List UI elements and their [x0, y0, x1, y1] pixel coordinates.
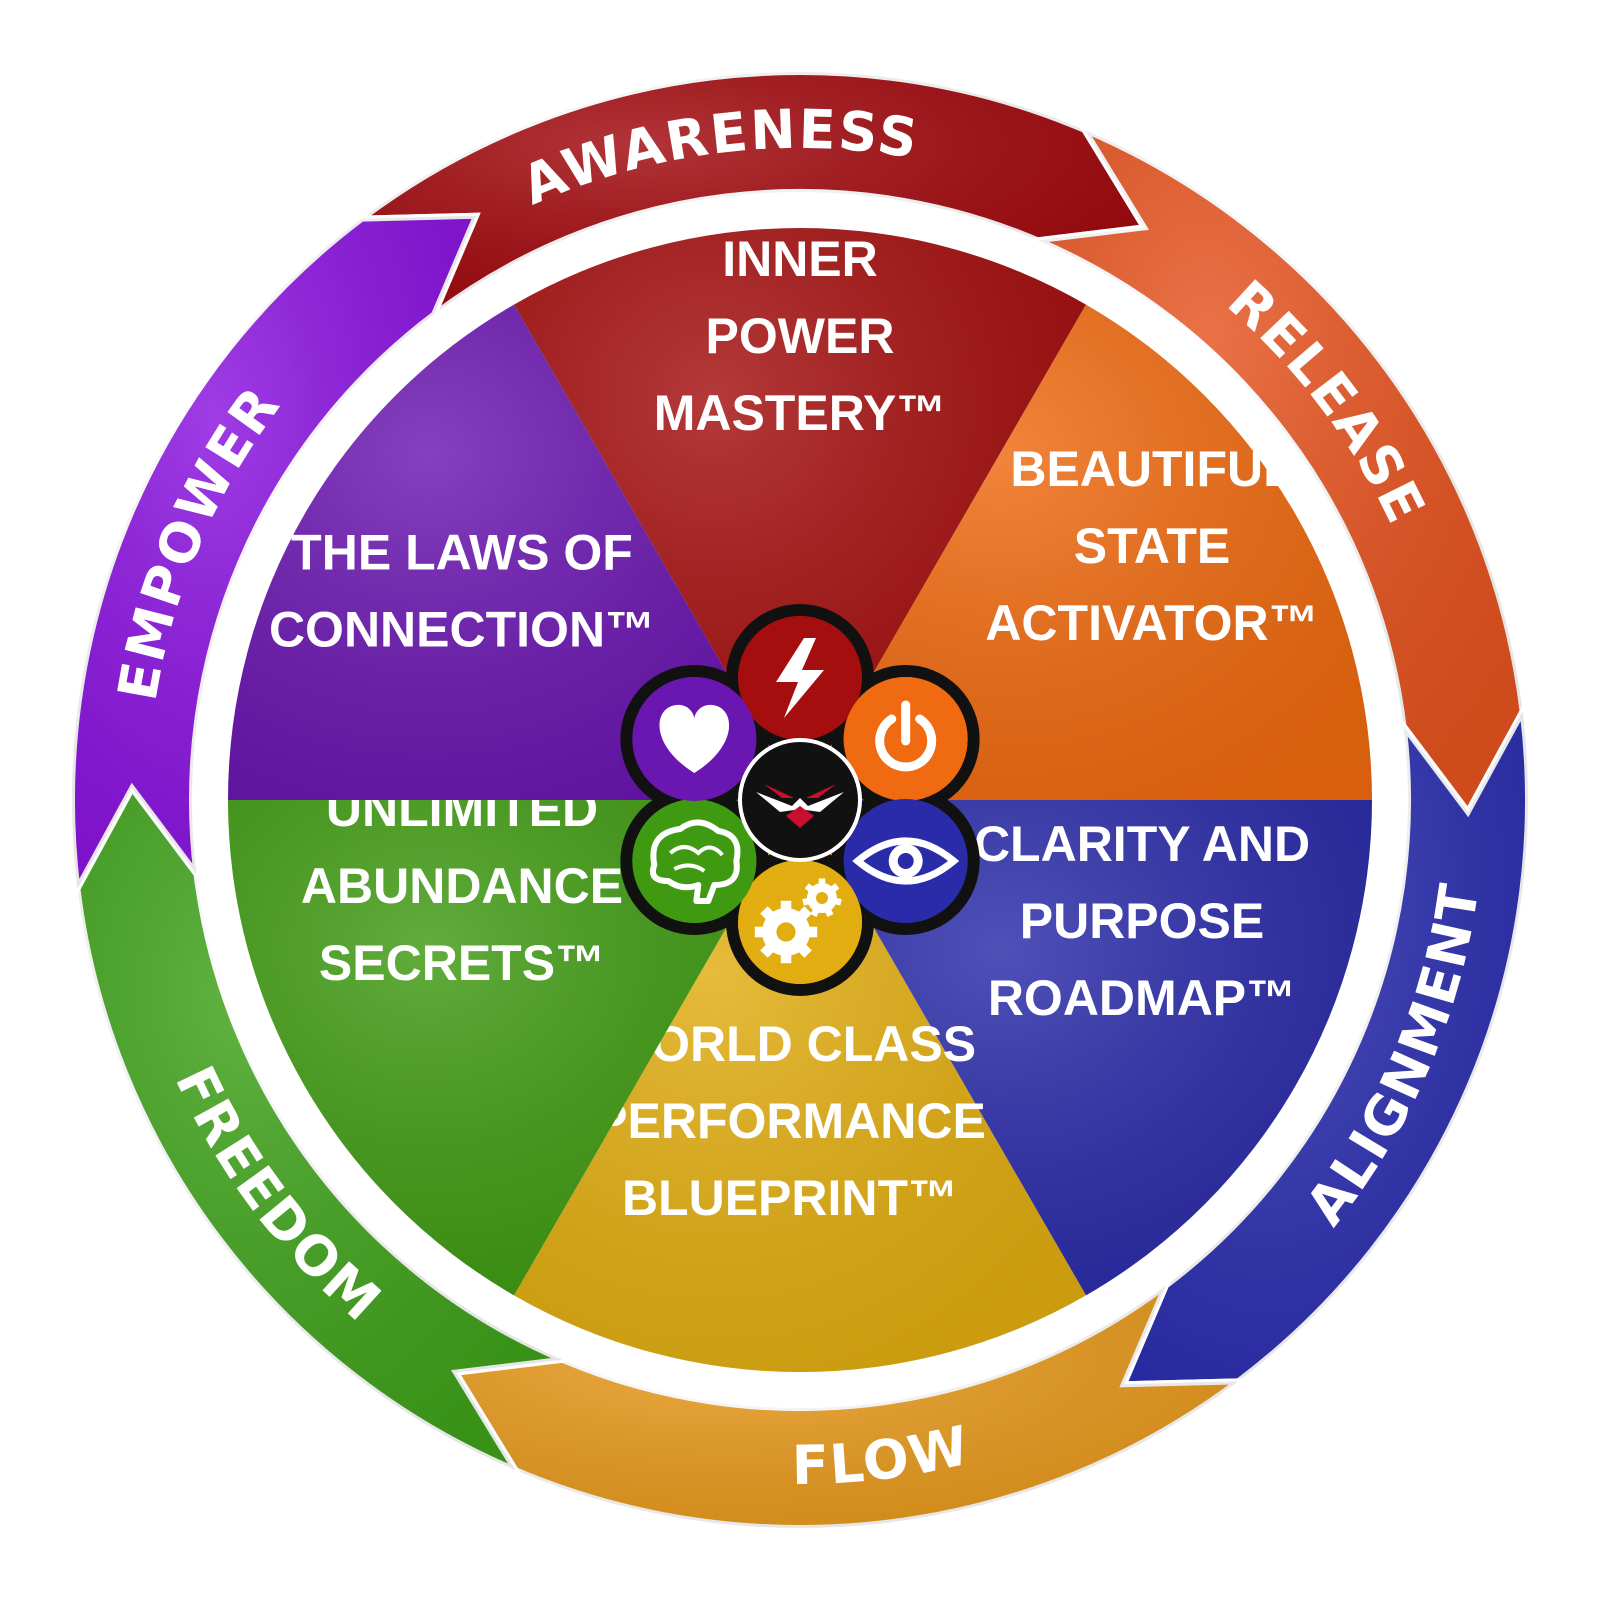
gears-icon [754, 878, 842, 964]
brain-icon [649, 819, 741, 904]
bird-logo-icon [756, 784, 844, 828]
heart-icon [659, 704, 730, 773]
eye-icon [852, 837, 960, 885]
icon-flower [620, 604, 980, 996]
power-icon [875, 700, 937, 772]
lightning-icon [776, 638, 824, 718]
